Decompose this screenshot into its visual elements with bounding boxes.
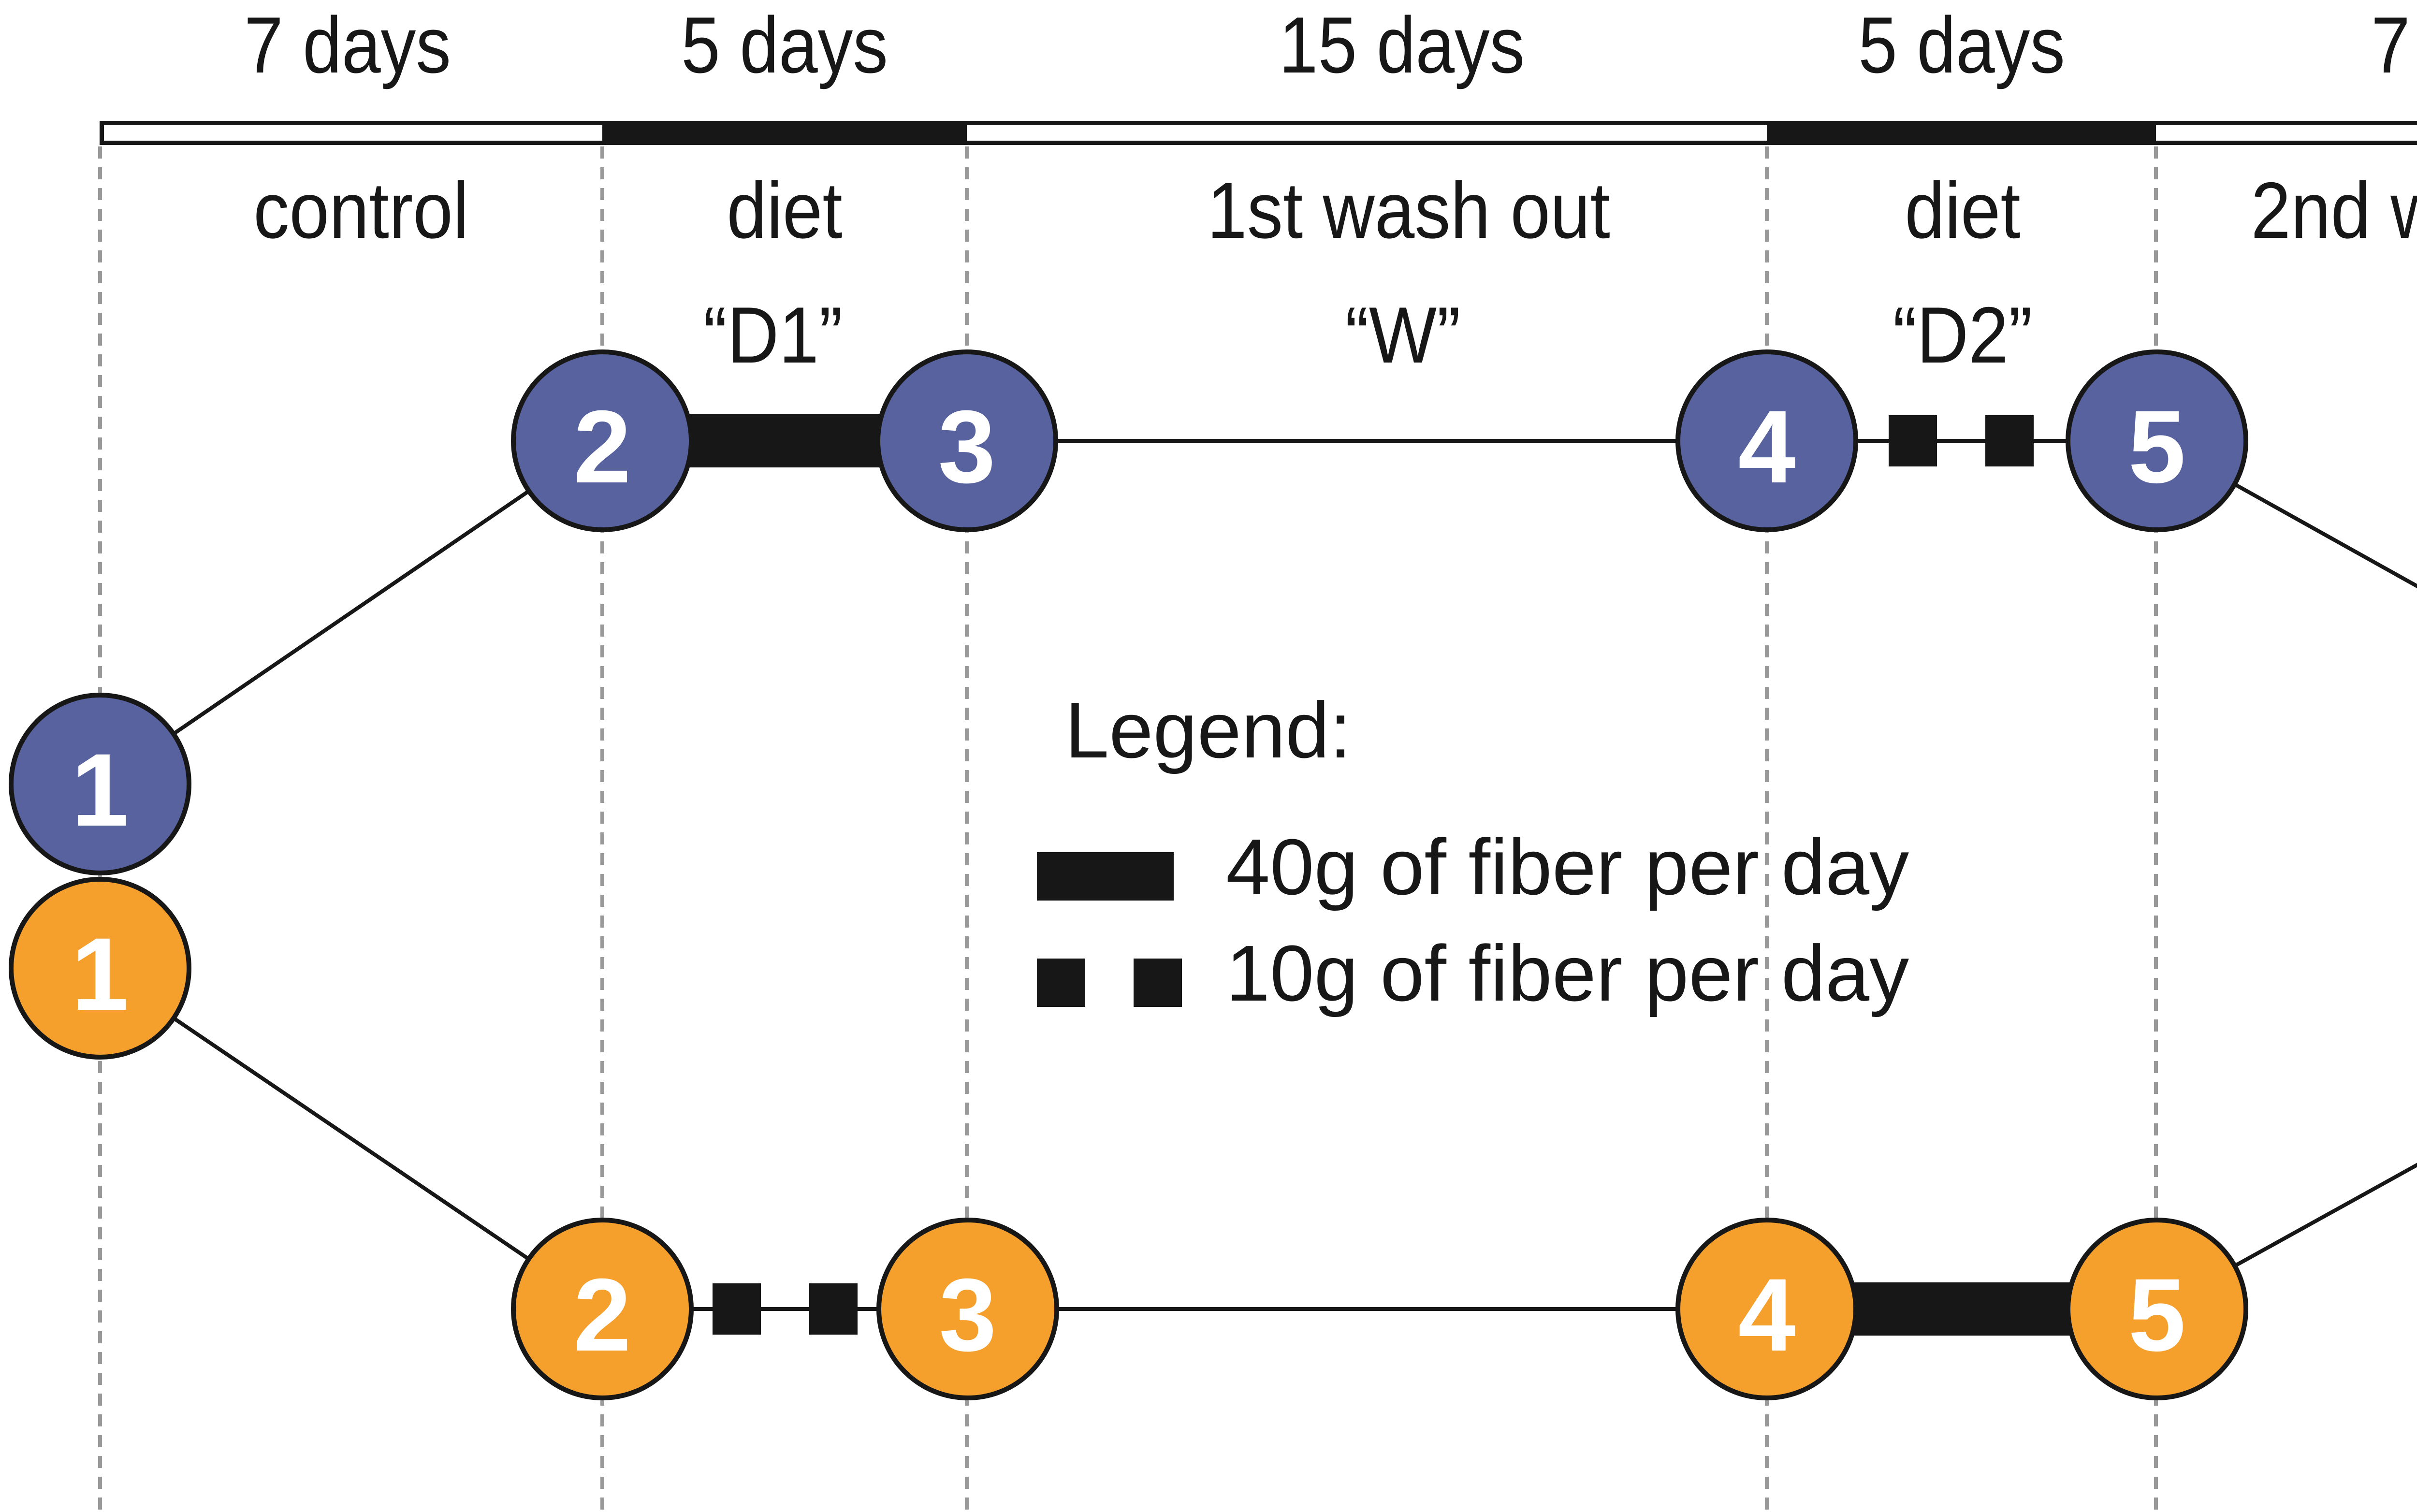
duration-label-2: 5 days (681, 0, 888, 89)
timeline-bar (100, 121, 2417, 145)
orange-node-3-number: 3 (939, 1257, 996, 1373)
period-code-labels: “D1” “W” “D2” (703, 291, 2033, 380)
orange-node-1-number: 1 (71, 916, 129, 1032)
phase-label-diet2: diet (1905, 166, 2020, 255)
legend: Legend: 40g of fiber per day 10g of fibe… (1037, 686, 1909, 1018)
phase-label-washout1: 1st wash out (1207, 166, 1610, 255)
timeline-bar-diet1-segment (602, 121, 967, 145)
blue-node-5-circle (2066, 349, 2248, 532)
blue-link-5-6 (2156, 439, 2417, 589)
orange-node-4-circle (1675, 1218, 1858, 1400)
duration-label-3: 15 days (1279, 0, 1525, 89)
legend-item-1-label: 40g of fiber per day (1226, 823, 1909, 911)
code-label-d1: “D1” (703, 291, 843, 380)
blue-node-2-circle (511, 349, 694, 532)
orange-node-2-number: 2 (573, 1257, 631, 1373)
blue-arm-nodes: 1 2 3 4 5 6 (9, 349, 2248, 875)
phase-label-diet1: diet (727, 166, 842, 255)
legend-square-swatch-1 (1037, 959, 1085, 1007)
blue-node-5-number: 5 (2128, 389, 2185, 505)
legend-item-2-label: 10g of fiber per day (1226, 929, 1909, 1018)
orange-node-1-circle (9, 877, 191, 1060)
orange-link-2-3-square-2 (809, 1283, 858, 1335)
blue-link-1-2 (99, 439, 604, 786)
duration-label-1: 7 days (244, 0, 451, 89)
legend-thick-bar-swatch (1037, 852, 1174, 901)
orange-node-5-circle (2066, 1218, 2248, 1400)
blue-node-4-circle (1675, 349, 1858, 532)
orange-node-2-circle (511, 1218, 694, 1400)
blue-node-4-number: 4 (1738, 389, 1795, 505)
blue-node-3-circle (875, 349, 1058, 532)
code-label-w: “W” (1345, 291, 1460, 380)
duration-labels: 7 days 5 days 15 days 5 days 7 days (244, 0, 2417, 89)
timeline-bar-diet2-segment (1767, 121, 2156, 145)
orange-arm-nodes: 1 2 3 4 5 6 (9, 877, 2248, 1400)
orange-link-1-2 (99, 966, 604, 1311)
blue-node-2-number: 2 (573, 389, 631, 505)
blue-node-1-number: 1 (71, 732, 129, 848)
orange-link-2-3-square-1 (713, 1283, 761, 1335)
blue-node-1-circle (9, 693, 191, 875)
orange-node-4-number: 4 (1738, 1257, 1795, 1373)
blue-link-4-5-square-1 (1889, 415, 1937, 466)
orange-node-3-circle (876, 1218, 1059, 1400)
orange-arm-connectors (99, 966, 2417, 1336)
legend-square-swatch-2 (1134, 959, 1182, 1007)
duration-label-5: 7 days (2371, 0, 2417, 89)
duration-label-4: 5 days (1858, 0, 2065, 89)
orange-link-5-6 (2156, 1163, 2417, 1311)
blue-link-4-5-square-2 (1985, 415, 2034, 466)
code-label-d2: “D2” (1893, 291, 2033, 380)
phase-label-washout2: 2nd wash out (2251, 166, 2417, 255)
phase-labels: control diet 1st wash out diet 2nd wash … (253, 166, 2417, 255)
orange-node-5-number: 5 (2128, 1257, 2185, 1373)
blue-node-3-number: 3 (938, 389, 995, 505)
phase-label-control: control (253, 166, 469, 255)
legend-title: Legend: (1065, 686, 1352, 774)
